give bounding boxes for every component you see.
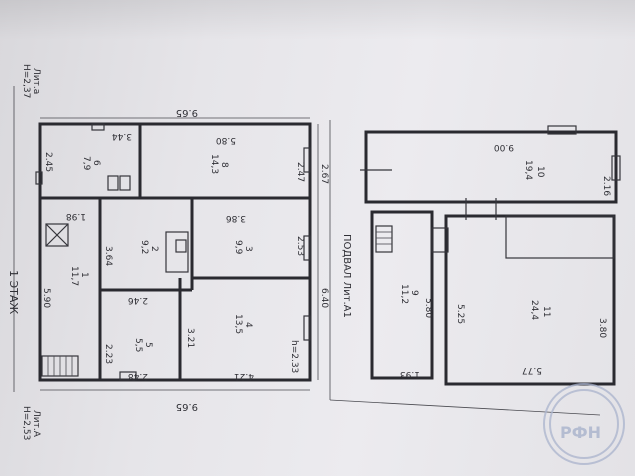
- room-8-area: 14,3: [209, 154, 219, 174]
- dim-5-25: 5.25: [455, 304, 465, 324]
- room-11-area: 24,4: [529, 300, 539, 320]
- dim-5-77: 5.77: [522, 365, 542, 375]
- dim-3-44: 3.44: [112, 131, 132, 141]
- dim-1-93: 1.93: [400, 369, 420, 379]
- room-1-area: 11,7: [69, 266, 79, 286]
- passage-door: [431, 227, 449, 253]
- window-3: [303, 235, 311, 261]
- dim-2-48: 2.48: [128, 371, 148, 381]
- lit-a-top: Лит.а: [31, 68, 41, 94]
- room-5-area: 5,5: [133, 338, 143, 352]
- basement-labels: ПОДВАЛ Лит.А1 9.00 2.16 10 19,4 9 11,2 5…: [341, 142, 611, 379]
- stove: [165, 231, 189, 273]
- dim-basement-5-80: 5.80: [423, 298, 433, 318]
- dim-2-45: 2.45: [43, 152, 53, 172]
- height-top: Н=2,37: [21, 64, 31, 98]
- room-9-area: 11,2: [399, 284, 409, 304]
- dim-2-47: 2.47: [295, 162, 305, 182]
- dim-5-80: 5.80: [216, 135, 236, 145]
- basement-door-top: [547, 125, 577, 135]
- floor1-plan: [35, 117, 319, 391]
- stamp-letters: РФН: [560, 423, 601, 442]
- room-9-num: 9: [409, 290, 419, 296]
- basement-title: ПОДВАЛ Лит.А1: [341, 234, 352, 318]
- dim-overall-bottom: 9.65: [176, 401, 198, 412]
- sheet-border-bottom: [329, 399, 601, 416]
- room-6-num: 6: [91, 160, 101, 166]
- basement-room9-outline: [370, 210, 434, 380]
- dim-overall-right-top: 2.67: [319, 164, 329, 184]
- room-6-area: 7,9: [81, 156, 91, 171]
- height-bottom: Н=2,53: [21, 406, 31, 440]
- stove-inner: [175, 239, 187, 253]
- dim-2-23: 2.23: [103, 344, 113, 364]
- dim-5-90: 5.90: [41, 288, 51, 308]
- door-top: [91, 123, 105, 131]
- room-2-num: 2: [149, 246, 159, 252]
- dim-overall-right: 6.40: [319, 288, 329, 308]
- room-11-num: 11: [541, 306, 551, 317]
- stairs-basement: [375, 225, 393, 253]
- dim-h-2-33: h=2.33: [289, 340, 299, 373]
- room-4-area: 13,5: [233, 314, 243, 334]
- dim-3-64: 3.64: [103, 246, 113, 266]
- dim-2-53: 2.53: [295, 236, 305, 256]
- chimney-box: [45, 223, 69, 247]
- door-bottom: [119, 371, 137, 381]
- basement-room10-outline: [364, 130, 618, 204]
- lit-a-bottom: Лит.А: [31, 410, 41, 438]
- dim-9-00: 9.00: [494, 142, 514, 152]
- room-2-area: 9,2: [139, 240, 149, 254]
- room-10-num: 10: [535, 166, 545, 178]
- dim-3-80: 3.80: [597, 318, 607, 338]
- room-3-num: 3: [243, 246, 253, 252]
- dim-overall-top: 9.65: [176, 107, 198, 118]
- room-3-area: 9,9: [233, 240, 243, 255]
- stamp-inner-ring: [549, 389, 619, 459]
- dim-2-46: 2.46: [128, 295, 148, 305]
- main-house-outline: [38, 196, 312, 382]
- room-10-area: 19,4: [523, 160, 533, 180]
- room-4-num: 4: [243, 322, 253, 328]
- chimney-x2: [45, 223, 69, 247]
- extension-outline: [38, 122, 312, 200]
- basement-plan: [360, 125, 621, 386]
- dim-3-21: 3.21: [185, 328, 195, 348]
- dim-4-21: 4.21: [234, 371, 254, 381]
- room-5-num: 5: [143, 342, 153, 348]
- dim-2-16: 2.16: [601, 176, 611, 196]
- floor1-labels: 1 ЭТАЖ Лит.а Н=2,37 Лит.А Н=2,53 9.65 9.…: [7, 64, 329, 440]
- window-8: [303, 147, 311, 173]
- fixture-a: [107, 175, 119, 191]
- stamp-outer-ring: [543, 383, 625, 465]
- basement-niche: [505, 215, 615, 259]
- basement-window-right: [611, 155, 621, 181]
- room-1-num: 1: [79, 272, 89, 278]
- dim-1-98: 1.98: [66, 211, 86, 221]
- watermark-stamp: РФН: [543, 383, 625, 465]
- fixture-b: [119, 175, 131, 191]
- floor1-title: 1 ЭТАЖ: [7, 270, 20, 314]
- window-4: [303, 315, 311, 341]
- window-6: [35, 171, 43, 185]
- dim-3-86: 3.86: [226, 213, 246, 223]
- room-8-num: 8: [219, 162, 229, 168]
